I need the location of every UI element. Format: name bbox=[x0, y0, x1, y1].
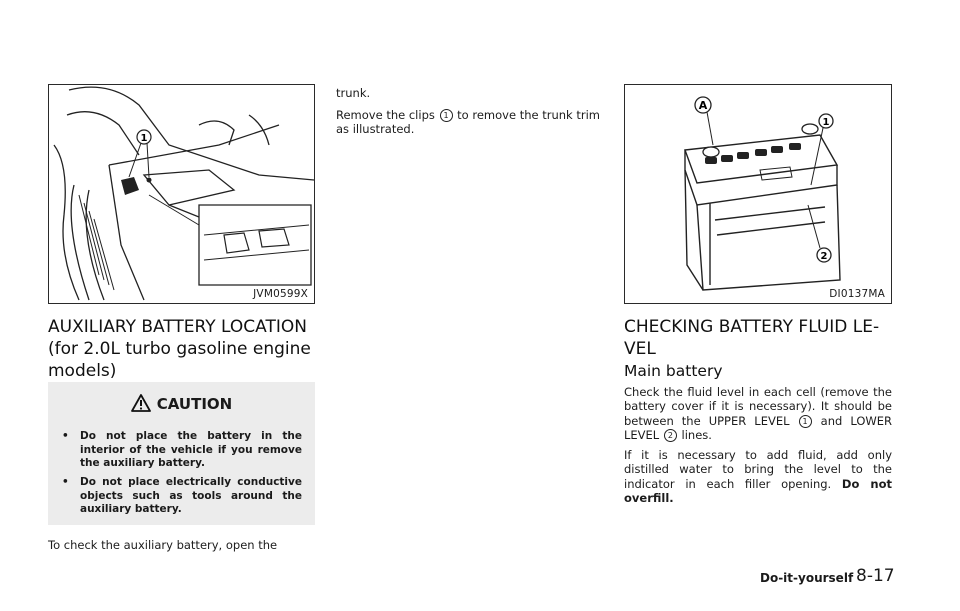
trunk-illustration: 1 JVM0599X bbox=[48, 84, 315, 304]
battery-drawing: A 1 2 bbox=[684, 96, 841, 291]
caution-box: CAUTION • Do not place the battery in th… bbox=[48, 382, 315, 525]
battery-illustration: A 1 2 DI0137MA bbox=[624, 84, 892, 304]
caution-item: • Do not place electrically conductive o… bbox=[62, 476, 302, 517]
fluid-heading-line-2: VEL bbox=[624, 339, 656, 359]
battery-callout-a: A bbox=[699, 99, 708, 112]
trunk-continuation: trunk. bbox=[336, 86, 371, 100]
overfill-warning: Do not overfill. bbox=[624, 476, 892, 505]
trunk-callout-1: 1 bbox=[141, 133, 148, 144]
warning-icon bbox=[130, 394, 151, 412]
fluid-check-mid: and LOWER LEVEL bbox=[624, 413, 893, 442]
caution-title: CAUTION bbox=[156, 395, 233, 413]
caution-item-text: Do not place the battery in the interior… bbox=[80, 430, 302, 470]
bullet-icon: • bbox=[62, 476, 69, 488]
battery-callout-2: 2 bbox=[821, 251, 828, 262]
page-number: 8-17 bbox=[856, 566, 895, 586]
main-battery-subheading: Main battery bbox=[624, 362, 723, 380]
trunk-drawing: 1 bbox=[53, 86, 315, 301]
callout-1-icon: 1 bbox=[439, 109, 453, 122]
fluid-check-pre: Check the fluid level in each cell (remo… bbox=[624, 385, 892, 428]
aux-battery-heading: AUXILIARY BATTERY LOCATION (for 2.0L tur… bbox=[48, 316, 328, 382]
lower-level-callout-icon: 2 bbox=[663, 428, 677, 442]
aux-heading-line-2: (for 2.0L turbo gasoline engine bbox=[48, 339, 311, 359]
aux-heading-line-1: AUXILIARY BATTERY LOCATION bbox=[48, 317, 307, 337]
add-fluid-text: If it is necessary to add fluid, add onl… bbox=[624, 448, 892, 505]
remove-clips-pre: Remove the clips bbox=[336, 108, 435, 122]
caution-item-text: Do not place electrically conductive obj… bbox=[80, 476, 302, 516]
upper-level-callout-icon: 1 bbox=[798, 414, 812, 428]
caution-item: • Do not place the battery in the interi… bbox=[62, 430, 302, 471]
remove-clips-text: Remove the clips 1 to remove the trunk t… bbox=[336, 108, 606, 137]
battery-callout-1: 1 bbox=[823, 117, 830, 128]
fluid-level-heading: CHECKING BATTERY FLUID LE- VEL bbox=[624, 316, 904, 360]
fluid-check-text: Check the fluid level in each cell (remo… bbox=[624, 385, 892, 442]
figure-code-right: DI0137MA bbox=[829, 288, 885, 300]
aux-heading-line-3: models) bbox=[48, 361, 117, 381]
bullet-icon: • bbox=[62, 430, 69, 442]
figure-code-left: JVM0599X bbox=[253, 288, 308, 300]
aux-check-text: To check the auxiliary battery, open the bbox=[48, 538, 278, 552]
footer-section: Do-it-yourself bbox=[760, 571, 854, 585]
fluid-check-post: lines. bbox=[681, 427, 712, 442]
remove-clips-post: to remove the trunk trim as illustrated. bbox=[336, 108, 600, 137]
fluid-heading-line-1: CHECKING BATTERY FLUID LE- bbox=[624, 317, 880, 337]
add-fluid-body: If it is necessary to add fluid, add onl… bbox=[624, 448, 892, 491]
caution-heading: CAUTION bbox=[48, 394, 315, 413]
